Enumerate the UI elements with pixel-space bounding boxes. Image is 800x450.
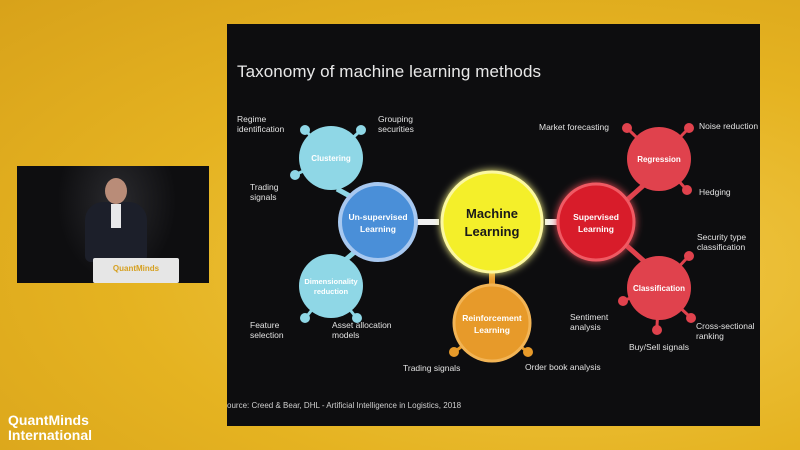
label-cross-sectional-1: Cross-sectional	[696, 321, 755, 331]
label-hedging: Hedging	[699, 187, 731, 197]
label-feature-selection-2: selection	[250, 330, 284, 340]
label-unsupervised-1: Un-supervised	[348, 212, 407, 222]
taxonomy-diagram: Machine Learning Un-supervised Learning …	[237, 114, 758, 373]
label-buy-sell: Buy/Sell signals	[629, 342, 689, 352]
node-unsupervised	[338, 182, 418, 262]
label-grouping-securities-2: securities	[378, 124, 414, 134]
label-reinforcement-1: Reinforcement	[462, 313, 522, 323]
label-machine-learning-1: Machine	[466, 206, 518, 221]
label-sentiment-analysis-1: Sentiment	[570, 312, 609, 322]
label-classification: Classification	[633, 284, 685, 293]
label-trading-signals-rl: Trading signals	[403, 363, 460, 373]
label-dimensionality-1: Dimensionality	[304, 277, 358, 286]
slide-source: ource: Creed & Bear, DHL - Artificial In…	[227, 401, 462, 410]
label-supervised-2: Learning	[578, 224, 614, 234]
label-order-book: Order book analysis	[525, 362, 601, 372]
slide-title: Taxonomy of machine learning methods	[237, 62, 542, 81]
label-cross-sectional-2: ranking	[696, 331, 724, 341]
slide: Taxonomy of machine learning methods	[227, 24, 760, 426]
label-unsupervised-2: Learning	[360, 224, 396, 234]
label-supervised-1: Supervised	[573, 212, 619, 222]
node-machine-learning	[440, 170, 544, 274]
brand-line-2: International	[8, 427, 93, 443]
label-security-type-2: classification	[697, 242, 745, 252]
speaker-head	[105, 178, 127, 204]
label-regime-identification-1: Regime	[237, 114, 267, 124]
node-regression	[627, 127, 691, 191]
label-market-forecasting: Market forecasting	[539, 122, 609, 132]
node-classification	[627, 256, 691, 320]
label-noise-reduction: Noise reduction	[699, 121, 758, 131]
label-regime-identification-2: identification	[237, 124, 285, 134]
node-supervised	[556, 182, 636, 262]
node-clustering	[299, 126, 363, 190]
brand-logo: QuantMinds International	[8, 413, 92, 443]
node-reinforcement	[452, 283, 532, 363]
label-sentiment-analysis-2: analysis	[570, 322, 601, 332]
label-grouping-securities-1: Grouping	[378, 114, 413, 124]
label-trading-signals-cluster-1: Trading	[250, 182, 279, 192]
label-trading-signals-cluster-2: signals	[250, 192, 276, 202]
label-security-type-1: Security type	[697, 232, 746, 242]
label-asset-allocation-1: Asset allocation	[332, 320, 392, 330]
label-regression: Regression	[637, 155, 681, 164]
brand-line-1: QuantMinds	[8, 412, 89, 428]
podium-logo: QuantMinds	[112, 264, 160, 273]
speaker-shirt	[111, 204, 121, 228]
label-dimensionality-2: reduction	[314, 287, 349, 296]
connector-sup-class	[625, 244, 647, 264]
label-clustering: Clustering	[311, 154, 351, 163]
node-dimensionality	[299, 254, 363, 318]
label-reinforcement-2: Learning	[474, 325, 510, 335]
label-feature-selection-1: Feature	[250, 320, 280, 330]
label-machine-learning-2: Learning	[465, 224, 520, 239]
podium: QuantMinds	[93, 258, 179, 283]
speaker-video: QuantMinds	[17, 166, 209, 283]
label-asset-allocation-2: models	[332, 330, 359, 340]
connector-sup-reg	[625, 182, 647, 202]
